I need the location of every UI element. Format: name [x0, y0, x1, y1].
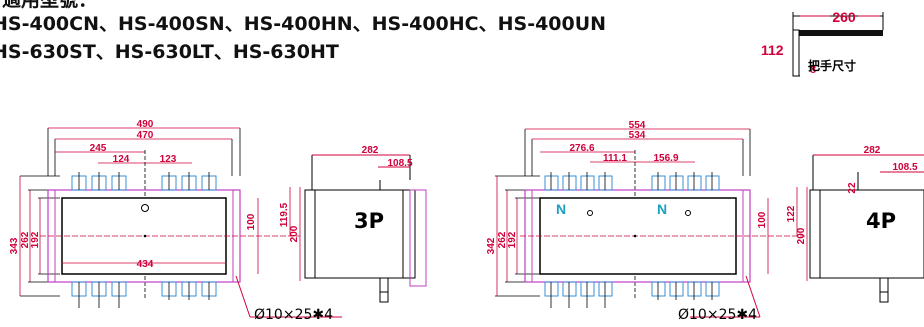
- hole-note-3p: Ø10×25✱4: [254, 307, 333, 323]
- dim-100-4p: 100: [757, 211, 768, 228]
- drawing-3p: 490 470 245 124 123 343 262 192 434: [9, 119, 427, 323]
- dim-123: 123: [160, 154, 177, 165]
- dim-282-3p: 282: [362, 145, 379, 156]
- handle-caption: 把手尺寸: [808, 58, 856, 73]
- models-heading: 適用型號：: [2, 0, 98, 11]
- dim-554: 554: [629, 120, 646, 131]
- neutral-label-right: N: [657, 201, 667, 217]
- neutral-label-left: N: [556, 201, 566, 217]
- dim-262-4p: 262: [497, 231, 508, 248]
- handle-height-dim: 112: [761, 42, 784, 58]
- pole-label-4p: 4P: [866, 209, 896, 233]
- dim-470: 470: [137, 130, 154, 141]
- dim-490: 490: [137, 119, 154, 130]
- handle-diagram: 260 112 8 把手尺寸: [761, 9, 884, 77]
- dim-122: 122: [786, 205, 797, 222]
- dim-108-5-3p: 108.5: [387, 158, 412, 169]
- dim-245: 245: [90, 143, 107, 154]
- models-line-1: HS-400CN、HS-400SN、HS-400HN、HS-400HC、HS-4…: [0, 13, 607, 35]
- dim-282-4p: 282: [864, 145, 881, 156]
- dim-200-3p: 200: [289, 225, 300, 242]
- dim-119-5: 119.5: [279, 202, 290, 227]
- dim-276-6: 276.6: [569, 143, 594, 154]
- dim-342: 342: [486, 237, 497, 254]
- dim-156-9: 156.9: [653, 153, 678, 164]
- dim-434: 434: [137, 259, 154, 270]
- dim-262: 262: [20, 231, 31, 248]
- dim-124: 124: [113, 154, 130, 165]
- dim-192-4p: 192: [507, 231, 518, 248]
- dim-534: 534: [629, 130, 646, 141]
- dim-22: 22: [847, 182, 858, 194]
- handle-small-dim: 8: [810, 64, 816, 76]
- dim-192: 192: [30, 231, 41, 248]
- dim-100-3p: 100: [246, 213, 257, 230]
- dim-111-1: 111.1: [603, 153, 627, 164]
- hole-note-4p: Ø10×25✱4: [678, 307, 757, 323]
- pole-label-3p: 3P: [354, 209, 384, 233]
- handle-width-dim: 260: [832, 9, 856, 25]
- models-line-2: HS-630ST、HS-630LT、HS-630HT: [0, 41, 339, 63]
- dim-200-4p: 200: [796, 227, 807, 244]
- drawing-4p: 554 534 276.6 111.1 156.9 342 262 192 N …: [486, 120, 924, 323]
- dim-343: 343: [9, 237, 20, 254]
- dim-108-5-4p: 108.5: [892, 162, 917, 173]
